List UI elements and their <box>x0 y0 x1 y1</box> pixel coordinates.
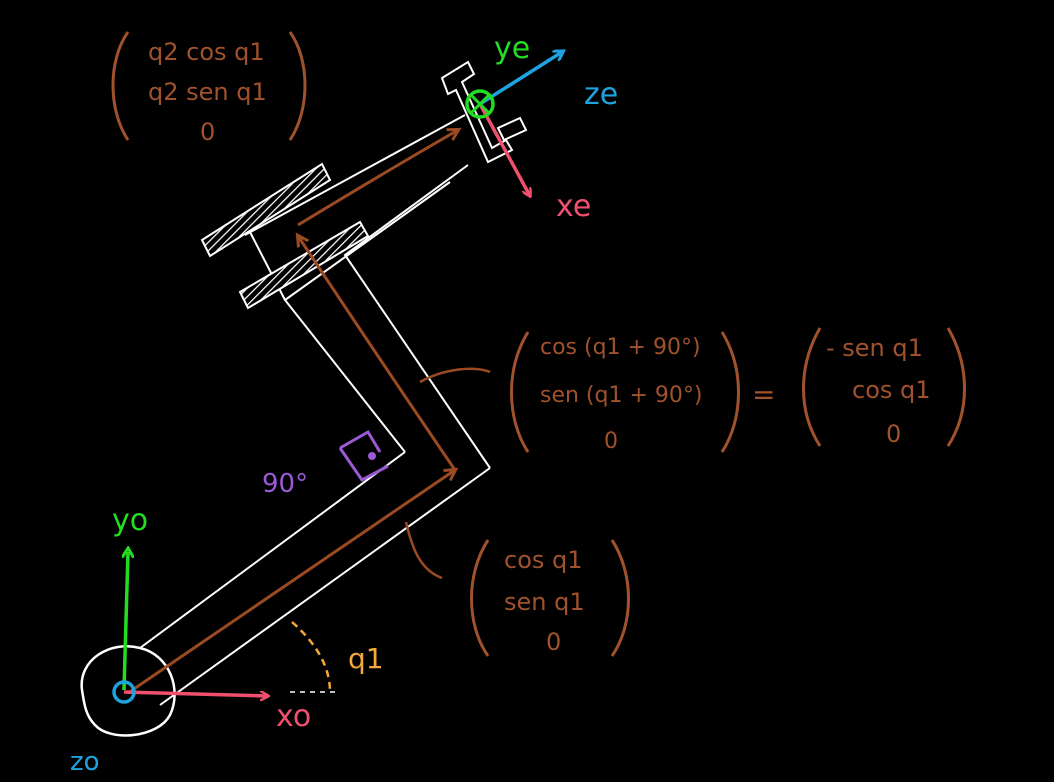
q1-angle-arc <box>290 621 340 693</box>
ye-label: ye <box>494 31 530 66</box>
ye-axis-icon <box>465 89 495 119</box>
rotated-vector: cos (q1 + 90°) sen (q1 + 90°) 0 <box>510 331 740 454</box>
z0-label: zo <box>70 747 100 777</box>
link1-row1: cos q1 <box>504 546 583 574</box>
xe-label: xe <box>556 189 591 224</box>
q1-label: q1 <box>348 642 384 675</box>
simplified-row3: 0 <box>886 420 901 448</box>
link1-vector: cos q1 sen q1 0 <box>470 539 630 657</box>
y0-label: yo <box>112 503 148 538</box>
gripper-icon <box>440 60 528 164</box>
rotated-row3: 0 <box>604 429 618 454</box>
link2-vector-arrow <box>298 236 457 471</box>
endpoint-row3: 0 <box>200 118 215 146</box>
endpoint-vector: q2 cos q1 q2 sen q1 0 <box>111 31 307 146</box>
base-frame <box>112 552 268 704</box>
ze-label: ze <box>584 77 618 112</box>
endpoint-row2: q2 sen q1 <box>148 78 267 106</box>
link2-body <box>244 114 491 469</box>
link1-row3: 0 <box>546 628 561 656</box>
ze-axis-arrow <box>479 52 562 106</box>
z0-axis-icon <box>112 680 136 704</box>
simplified-row2: cos q1 <box>852 376 931 404</box>
x0-label: xo <box>276 699 311 734</box>
pointer-curves <box>404 367 491 580</box>
link2-return-arrow <box>297 130 458 227</box>
y0-axis-arrow <box>124 552 128 691</box>
right-angle-marker <box>338 429 389 482</box>
link1-row2: sen q1 <box>504 588 585 616</box>
rotated-simplified-vector: - sen q1 cos q1 0 <box>802 327 966 448</box>
link1-body <box>139 451 491 706</box>
right-angle-label: 90° <box>262 469 308 499</box>
link1-vector-arrow <box>127 470 455 695</box>
link-vector-arrows <box>127 130 458 695</box>
equals-sign: = <box>752 378 775 411</box>
base-joint-icon <box>80 645 176 737</box>
rotated-row1: cos (q1 + 90°) <box>540 335 701 360</box>
endpoint-row1: q2 cos q1 <box>148 38 265 66</box>
hatch-guide-icon <box>200 162 370 310</box>
rotated-row2: sen (q1 + 90°) <box>540 383 702 408</box>
simplified-row1: - sen q1 <box>826 334 923 362</box>
xe-axis-arrow <box>478 103 530 196</box>
end-effector-frame <box>465 52 562 196</box>
x0-axis-arrow <box>123 690 268 696</box>
